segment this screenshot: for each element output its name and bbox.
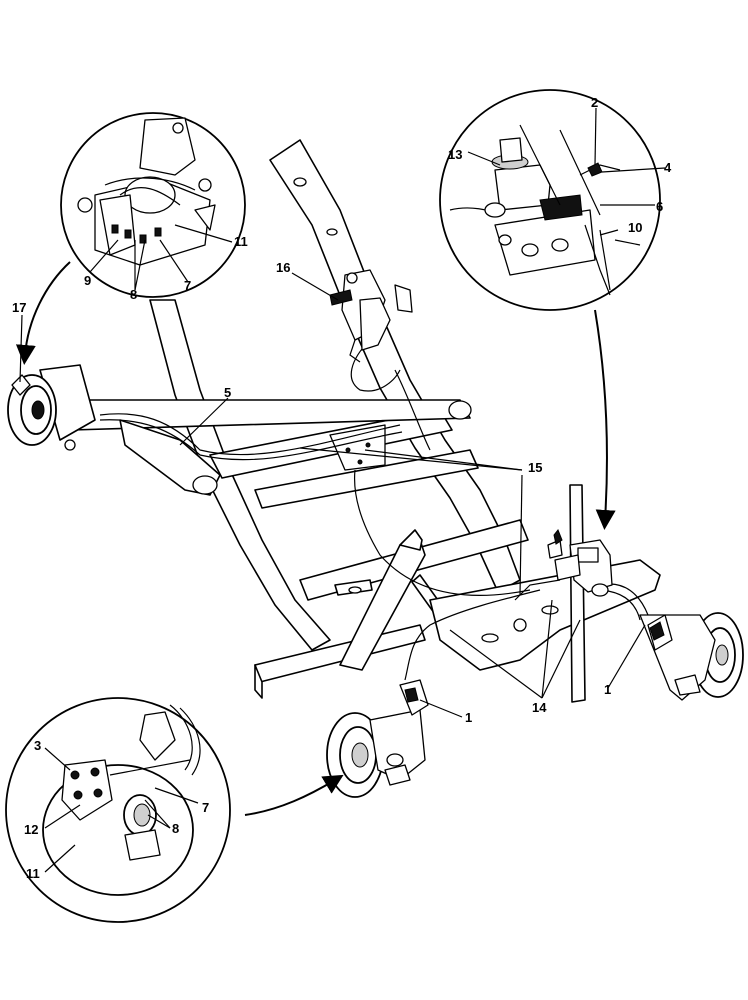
leader-lines xyxy=(19,107,666,873)
callout-14: 14 xyxy=(532,700,547,715)
callout-17: 17 xyxy=(12,300,26,315)
callout-11-bottom: 11 xyxy=(26,866,40,881)
callout-labels: 1 1 2 3 4 5 6 7 7 8 8 9 10 11 11 12 13 1… xyxy=(12,95,672,881)
callout-2: 2 xyxy=(591,95,598,110)
chassis-frame xyxy=(149,139,661,703)
detail-front-caliper xyxy=(5,697,231,923)
callout-7-top: 7 xyxy=(184,278,191,293)
callout-4: 4 xyxy=(664,160,672,175)
callout-10: 10 xyxy=(628,220,642,235)
detail-rear-brake xyxy=(60,112,246,298)
callout-11-top: 11 xyxy=(234,234,248,249)
callout-1-right: 1 xyxy=(604,682,611,697)
callout-5: 5 xyxy=(224,385,231,400)
callout-8-top: 8 xyxy=(130,287,137,302)
front-left-brake xyxy=(326,679,429,798)
callout-8-bottom: 8 xyxy=(172,821,179,836)
callout-9: 9 xyxy=(84,273,91,288)
detail-master-cylinder xyxy=(439,89,661,311)
callout-7-bottom: 7 xyxy=(202,800,209,815)
callout-12: 12 xyxy=(24,822,38,837)
abs-modulator xyxy=(547,529,613,597)
callout-16: 16 xyxy=(276,260,290,275)
detail-arrows xyxy=(15,261,616,816)
callout-13: 13 xyxy=(448,147,462,162)
front-right-brake xyxy=(639,612,744,701)
callout-3: 3 xyxy=(34,738,41,753)
callout-6: 6 xyxy=(656,199,663,214)
callout-1-left: 1 xyxy=(465,710,472,725)
brake-pedal-assembly xyxy=(329,269,413,363)
callout-15: 15 xyxy=(528,460,542,475)
